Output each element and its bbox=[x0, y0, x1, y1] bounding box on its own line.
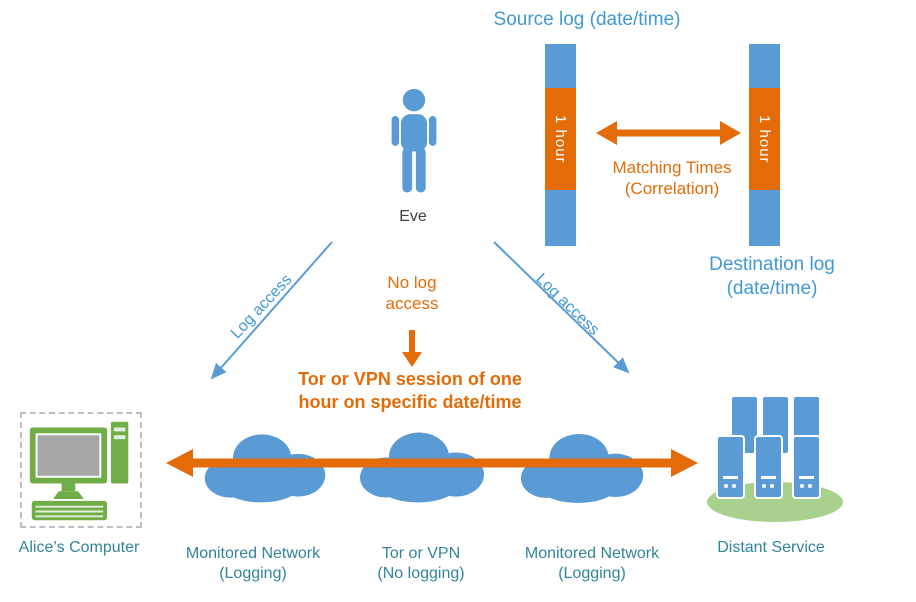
destination-log-label: Destination log (date/time) bbox=[709, 254, 835, 299]
monitored-network-right-label: Monitored Network (Logging) bbox=[524, 545, 660, 582]
source-hour-segment: 1 hour bbox=[545, 88, 576, 190]
alice-computer-icon bbox=[20, 412, 142, 528]
monitored-network-right-cloud bbox=[520, 433, 644, 503]
tor-vpn-cloud bbox=[360, 432, 484, 503]
destination-hour-segment: 1 hour bbox=[749, 88, 780, 190]
log-access-right-label: Log access bbox=[532, 270, 603, 339]
matching-times-label: Matching Times (Correlation) bbox=[612, 158, 732, 199]
log-access-left-label: Log access bbox=[227, 271, 296, 343]
source-log-label: Source log (date/time) bbox=[493, 9, 681, 30]
no-log-access-arrow bbox=[402, 330, 422, 367]
no-log-access-label: No log access bbox=[385, 273, 439, 314]
matching-times-arrow bbox=[596, 121, 741, 145]
tor-vpn-label: Tor or VPN (No logging) bbox=[377, 545, 465, 582]
source-timeline-bar: 1 hour bbox=[545, 44, 576, 246]
source-hour-label: 1 hour bbox=[552, 114, 569, 164]
destination-timeline-bar: 1 hour bbox=[749, 44, 780, 246]
distant-service-label: Distant Service bbox=[717, 539, 825, 556]
destination-hour-label: 1 hour bbox=[756, 114, 773, 164]
monitored-network-left-cloud bbox=[204, 434, 326, 503]
monitored-network-left-label: Monitored Network (Logging) bbox=[185, 545, 321, 582]
alice-computer-label: Alice’s Computer bbox=[18, 539, 140, 556]
eve-label: Eve bbox=[399, 208, 427, 225]
distant-service-servers-icon bbox=[707, 395, 843, 522]
eve-person-icon bbox=[391, 88, 437, 193]
session-note: Tor or VPN session of one hour on specif… bbox=[298, 369, 522, 412]
